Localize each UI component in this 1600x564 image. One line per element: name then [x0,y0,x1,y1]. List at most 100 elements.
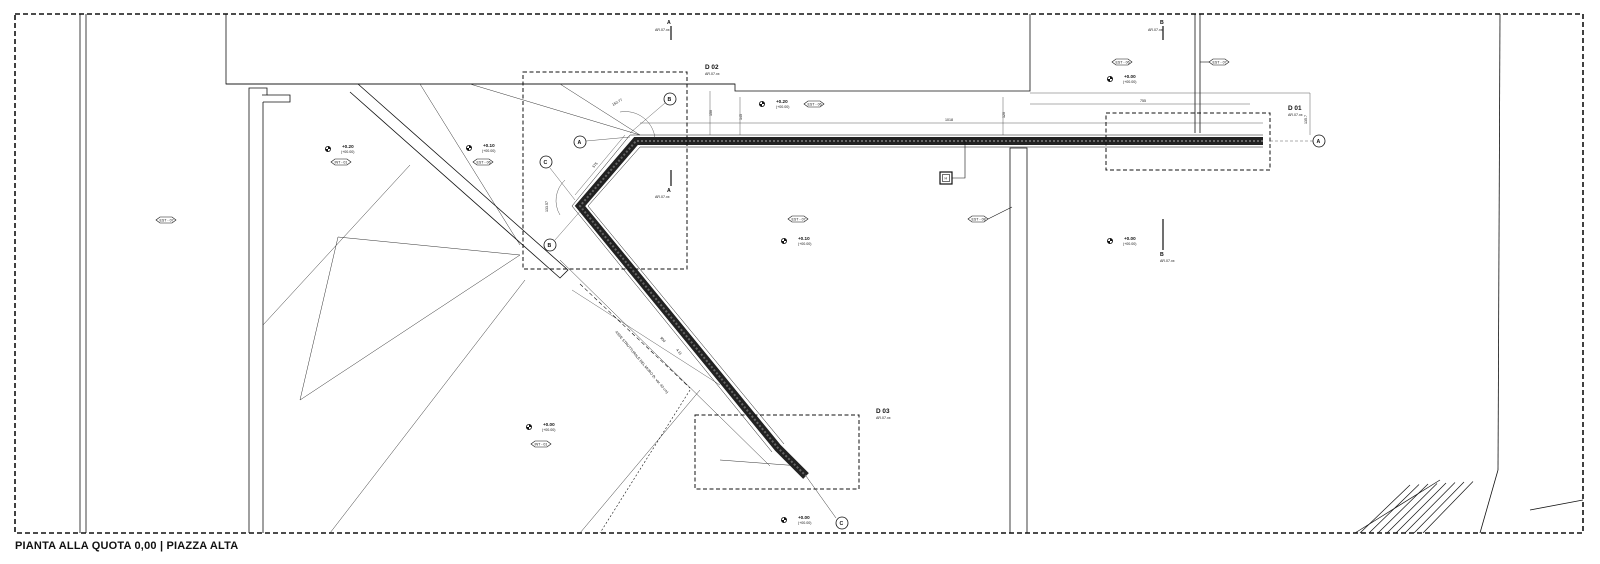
detail-d01-sheet: AR.07.xx [1288,113,1303,117]
elevation-note: (+00.00) [341,150,355,154]
material-tag-label: EST - 06 [1116,60,1130,64]
dimension-label: 1018 [945,118,953,122]
axis-b-bottom-label: B [548,243,552,249]
section-b-bottom-letter: B [1160,252,1164,258]
axis-a-right-label: A [1317,139,1321,145]
left-building-walls [79,14,291,533]
material-tag: EST - 08 [967,206,1013,223]
section-b-bottom-sheet: AR.07.xx [1160,259,1175,263]
dimension-label: 150 [709,110,713,116]
elevation-note: (+00.00) [798,242,812,246]
elevation-note: (+00.00) [1123,80,1137,84]
elevation-note: (+00.00) [798,521,812,525]
axis-b-bottom-bubble [543,238,557,252]
elevation-marker: +0.10 (+00.00) [781,236,812,246]
top-building-outline [225,14,1031,92]
dimension-label: 4.11 [675,348,682,356]
material-tag-label: INT - 01 [535,442,548,446]
axis-c-bottom-label: C [840,521,844,527]
right-building-walls [1009,13,1584,534]
axis-c-top-bubble [539,155,553,169]
material-tag-label: EST - 06 [808,102,822,106]
detail-d02-label: D 02 [705,64,719,71]
elevation-note: (+00.00) [1123,242,1137,246]
elevation-marker: +0.00 (+00.00) [526,422,556,432]
axis-a-left-bubble [573,135,587,149]
stair-step [1413,481,1465,534]
material-tag-label: INT - 01 [335,160,348,164]
stair-step [1377,483,1429,534]
elevation-marker: +0.10 (+00.00) [465,143,496,153]
material-tag-label: EST - 07 [1213,60,1227,64]
material-tag: EST - 06 [1111,58,1133,66]
material-tag: EST - 06 [472,158,494,166]
detail-d02-sheet: AR.07.xx [705,72,720,76]
material-tag: INT - 01 [530,440,552,448]
stair-edge [1354,479,1441,534]
stair-step [1422,481,1474,534]
detail-box-d03 [694,414,860,490]
material-tags: INT - 01 EST - 06 EST - 07 EST - 07 EST … [155,58,1230,448]
stair-step [1404,482,1456,534]
detail-box-d01 [1105,112,1271,171]
elevation-markers: +0.20 (+00.00) +0.10 (+00.00) +0.20 (+00… [324,74,1137,525]
drawing-caption: PIANTA ALLA QUOTA 0,00 | PIAZZA ALTA [15,540,239,552]
dimension-label: 120 [1002,112,1006,118]
dimension-label: 755 [1140,99,1146,103]
section-markers: A AR.07.xx A AR.07.xx B AR.07.xx B AR.07… [655,20,1175,263]
elevation-marker: +0.00 (+00.00) [781,515,812,525]
elevation-value: +0.00 [1124,74,1136,79]
stairs-hatching [1354,479,1474,534]
section-a-top-letter: A [667,20,671,26]
diagonal-boundary-wall [349,83,569,279]
elevation-marker: +0.20 (+00.00) [324,144,355,154]
axis-a-left-label: A [578,140,582,146]
dimension-label: 145 [739,114,743,120]
section-b-top-sheet: AR.07.xx [1148,28,1163,32]
detail-boxes [522,71,1271,534]
axis-b-top-label: B [668,97,672,103]
elevation-value: +0.00 [798,515,810,520]
material-tag-label: EST - 07 [160,218,174,222]
detail-d01-label: D 01 [1288,105,1302,112]
dimension-label: 575 [592,161,599,168]
section-a-top-sheet: AR.07.xx [655,28,670,32]
dimension-lines [555,91,1311,386]
material-tag: EST - 07 [787,215,809,223]
section-a-bottom-letter: A [667,188,671,194]
elevation-value: +0.00 [1124,236,1136,241]
elevation-note: (+00.00) [776,105,790,109]
material-tag: EST - 06 [803,100,825,108]
elevation-marker: +0.20 (+00.00) [759,99,790,109]
elevation-note: (+00.00) [542,428,556,432]
detail-d03-sheet: AR.07.xx [876,416,891,420]
bollard-symbol-label: H [945,177,948,181]
elevation-value: +0.10 [798,236,810,241]
dimension-label: 150.77 [612,98,624,107]
material-tag-label: EST - 08 [972,217,986,221]
elevation-value: +0.20 [776,99,788,104]
dimension-label: 900 [659,336,666,343]
axis-b-top-bubble [663,92,677,106]
material-tag: EST - 07 [1200,58,1230,66]
dimension-labels: 150 145 1018 120 755 575 900 4.11 133.57… [545,98,1308,356]
structural-wall [571,134,1263,479]
material-tag-label: EST - 07 [792,217,806,221]
elevation-value: +0.00 [543,422,555,427]
detail-box-d02 [522,71,688,270]
dimension-label: 135.7 [1304,115,1308,124]
elevation-value: +0.20 [342,144,354,149]
material-tag-label: EST - 06 [477,160,491,164]
material-tag: INT - 01 [330,158,352,166]
landscape-lines [262,83,801,534]
section-b-top-letter: B [1160,20,1164,26]
stair-step [1395,482,1447,534]
detail-labels: D 02 AR.07.xx D 01 AR.07.xx D 03 AR.07.x… [705,64,1303,420]
dimension-label: 133.57 [545,201,549,212]
bollard-symbol-icon: H [939,141,966,185]
axis-c-top-label: C [544,160,548,166]
material-tag: EST - 07 [155,216,177,224]
axis-bubbles: A A B B C C [539,92,1326,530]
detail-d03-label: D 03 [876,408,890,415]
